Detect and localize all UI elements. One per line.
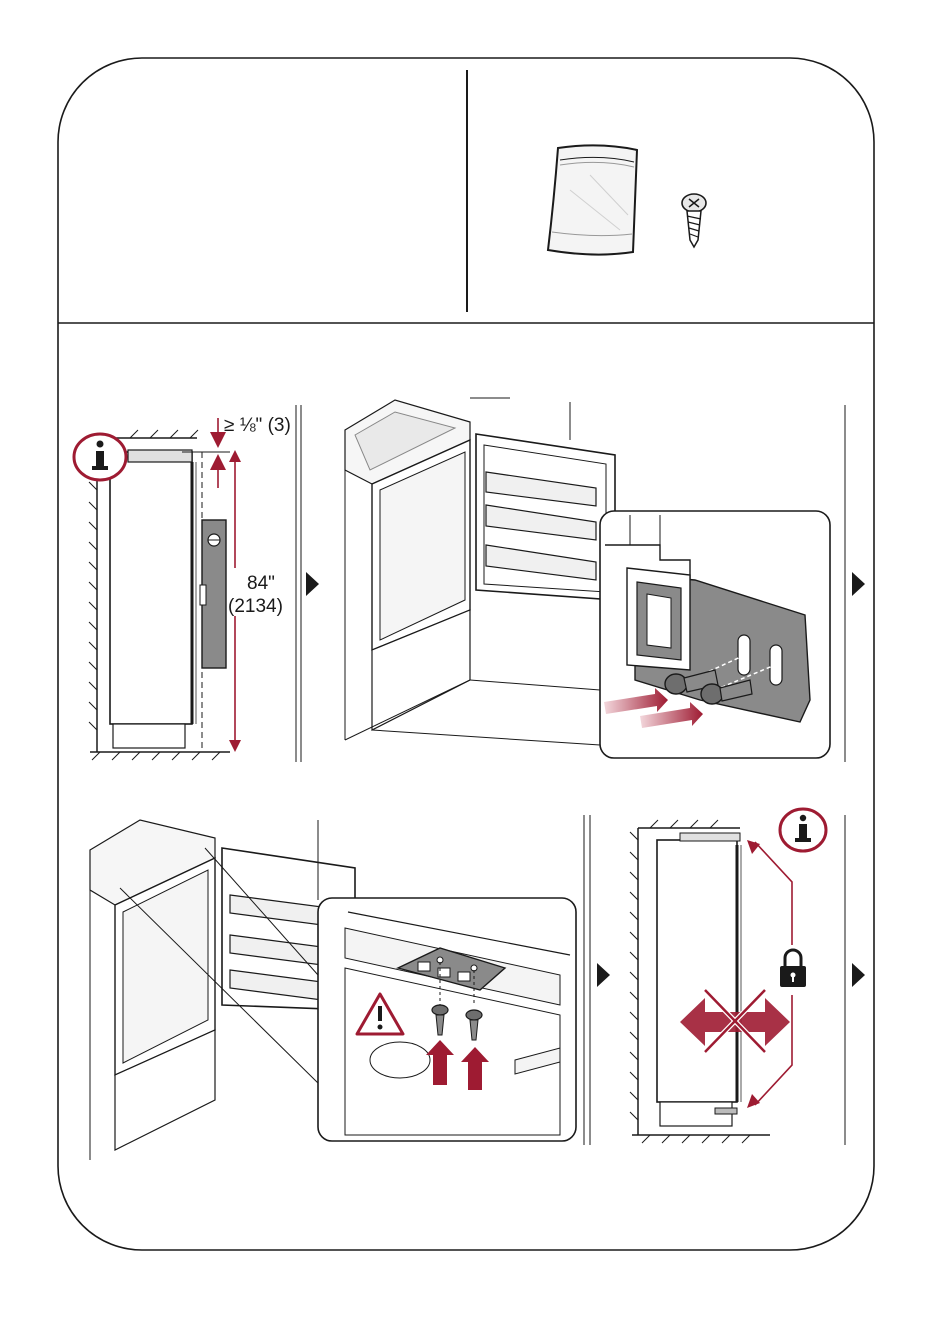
height-inch-label: 84" bbox=[247, 573, 275, 594]
step-2-detail-callout bbox=[600, 511, 830, 758]
gap-dimension-label: ≥ ⅛" (3) bbox=[224, 415, 291, 436]
info-icon bbox=[780, 809, 826, 851]
step-3-detail-callout bbox=[318, 898, 576, 1141]
parts-bag-icon bbox=[548, 145, 637, 254]
info-icon bbox=[74, 434, 126, 480]
height-mm-label: (2134) bbox=[228, 596, 283, 617]
